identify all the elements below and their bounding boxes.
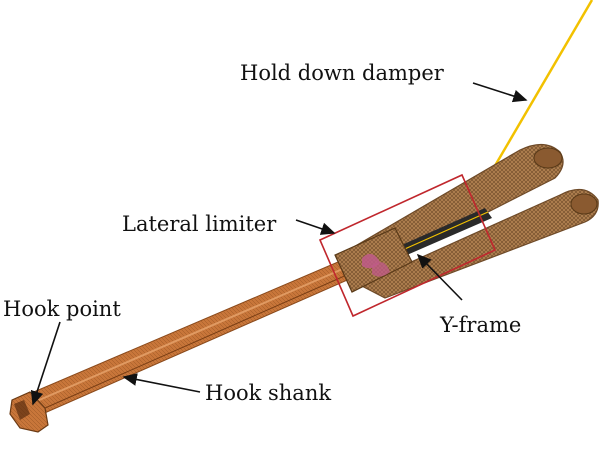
hold-down-damper-arrow [472,82,528,103]
hook-shank-label: Hook shank [205,381,331,405]
lateral-limiter-box [318,173,497,318]
lateral-limiter-arrow [295,219,336,235]
hook-point-label: Hook point [3,297,121,321]
y-frame [334,143,599,299]
y-frame-label: Y-frame [439,313,521,337]
lateral-limiter-label: Lateral limiter [122,212,277,236]
hold-down-damper-label: Hold down damper [240,61,445,85]
hook-shank [21,261,353,416]
hook-point-arrow [30,321,61,406]
hook-shank-arrow [122,373,201,393]
y-frame-arrow [416,253,463,301]
